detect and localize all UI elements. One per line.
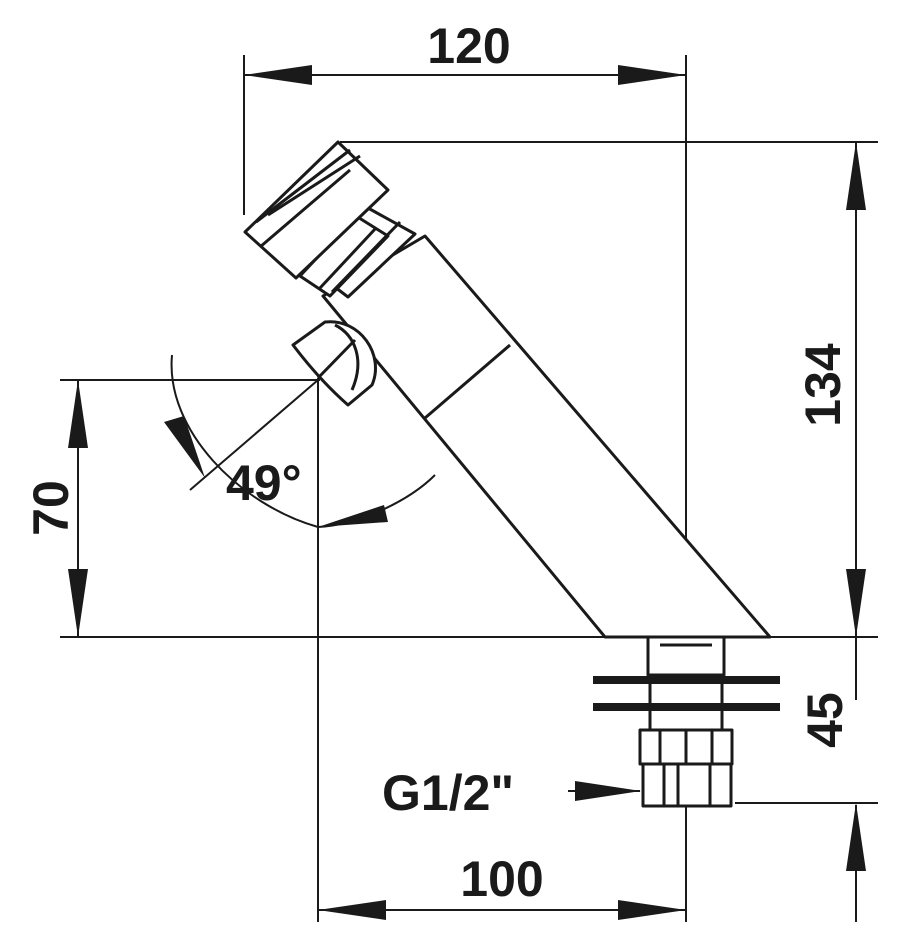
dimension-thread-45 [846, 637, 866, 922]
dimension-width-120 [244, 65, 686, 85]
dim-label-overall-height: 134 [795, 343, 851, 427]
dim-label-spout-reach: 100 [460, 851, 543, 907]
dimension-height-70 [68, 380, 88, 637]
dim-label-overall-width: 120 [427, 18, 510, 74]
dimension-angle-49 [164, 354, 436, 529]
dimension-height-134 [846, 142, 866, 637]
dim-label-spout-height: 70 [23, 480, 79, 536]
faucet-body [243, 140, 772, 639]
dimension-reach-100 [318, 900, 686, 920]
dim-label-angle: 49° [226, 455, 302, 511]
dim-label-thread: G1/2" [382, 765, 514, 821]
threaded-shank [593, 635, 780, 808]
dim-label-thread-length: 45 [797, 692, 853, 748]
thread-leader [568, 781, 641, 801]
